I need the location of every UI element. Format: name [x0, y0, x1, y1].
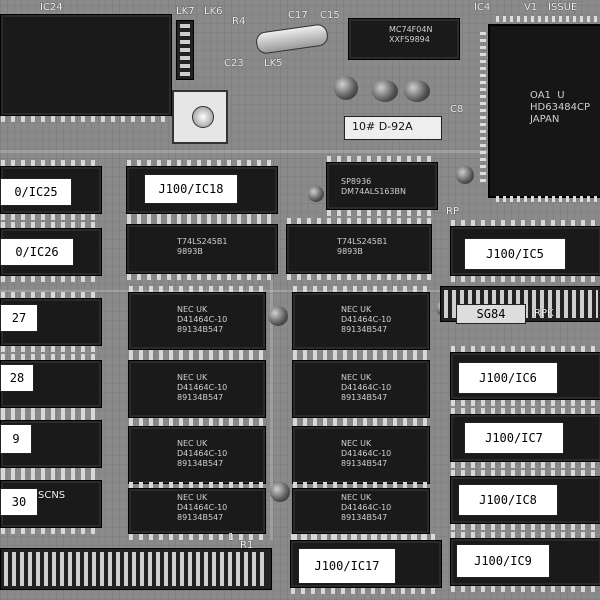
t74ls245-right-marking: T74LS245B1 9893B	[337, 237, 388, 256]
ram-marking: NEC UK D41464C-10 89134B547	[177, 493, 228, 522]
dm74als163bn-marking: SP8936 DM74ALS163BN	[341, 177, 406, 196]
ram-marking: NEC UK D41464C-10 89134B547	[341, 305, 392, 334]
ram-marking: NEC UK D41464C-10 89134B547	[341, 439, 392, 468]
ram-chip: NEC UK D41464C-10 89134B547	[292, 354, 430, 424]
ram-marking: NEC UK D41464C-10 89134B547	[177, 373, 228, 402]
silk-c15: C15	[320, 10, 340, 21]
jumper-header	[176, 20, 194, 80]
label-ic27: 27	[0, 304, 38, 332]
silk-lk5: LK5	[264, 58, 283, 69]
label-ic29: 9	[0, 424, 32, 454]
label-ic28: 28	[0, 364, 34, 392]
ic24-chip	[0, 14, 172, 122]
silk-one: 1	[228, 532, 235, 543]
t74ls245-left-marking: T74LS245B1 9893B	[177, 237, 228, 256]
ram-chip: NEC UK D41464C-10 89134B547	[128, 354, 266, 424]
label-ic5: J100/IC5	[464, 238, 566, 270]
label-ic9: J100/IC9	[456, 544, 550, 578]
silk-v1: V1	[524, 2, 538, 13]
silk-c17: C17	[288, 10, 308, 21]
label-ic18: J100/IC18	[144, 174, 238, 204]
cpu-pins-top	[496, 16, 600, 22]
silk-scns: SCNS	[38, 490, 66, 501]
t74ls245-left-chip: T74LS245B1 9893B	[126, 218, 278, 280]
ram-marking: NEC UK D41464C-10 89134B547	[341, 493, 392, 522]
capacitor	[456, 166, 474, 184]
resonator-marking: 10# D-92A	[352, 120, 413, 133]
label-ic26: 0/IC26	[0, 238, 74, 266]
electrolytic-capacitor	[334, 76, 358, 100]
capacitor	[404, 80, 430, 102]
capacitor	[372, 80, 398, 102]
silk-r4: R4	[232, 16, 246, 27]
capacitor	[308, 186, 324, 202]
silk-lk6: LK6	[204, 6, 223, 17]
potentiometer	[172, 90, 228, 144]
mc74f04n-marking: MC74F04N XXFS9894	[389, 25, 433, 44]
ram-marking: NEC UK D41464C-10 89134B547	[177, 305, 228, 334]
t74ls245-right-chip: T74LS245B1 9893B	[286, 218, 432, 280]
label-ic8: J100/IC8	[458, 484, 558, 516]
silk-issue: ISSUE	[548, 2, 578, 13]
silk-ic4: IC4	[474, 2, 491, 13]
cpu-plcc-chip: OA1 U HD63484CP JAPAN	[488, 24, 600, 198]
dm74als163bn-chip: SP8936 DM74ALS163BN	[326, 156, 438, 216]
silk-ic24: IC24	[40, 2, 63, 13]
label-ic17: J100/IC17	[298, 548, 396, 584]
silk-c8: C8	[450, 104, 464, 115]
silk-rpk: RPK	[534, 308, 554, 319]
ram-chip: NEC UK D41464C-10 89134B547	[128, 286, 266, 356]
capacitor	[270, 482, 290, 502]
cpu-pins-bottom	[496, 196, 600, 202]
ram-chip: NEC UK D41464C-10 89134B547	[292, 482, 430, 540]
label-sg84: SG84	[456, 304, 526, 324]
cpu-marking: OA1 U HD63484CP JAPAN	[530, 90, 591, 125]
silk-rp: RP	[446, 206, 459, 217]
label-ic6: J100/IC6	[458, 362, 558, 394]
silk-c23: C23	[224, 58, 244, 69]
resonator	[344, 116, 442, 140]
crystal-oscillator	[254, 23, 330, 55]
ram-chip: NEC UK D41464C-10 89134B547	[128, 420, 266, 490]
capacitor	[268, 306, 288, 326]
cpu-pins-left	[480, 32, 486, 182]
ram-marking: NEC UK D41464C-10 89134B547	[177, 439, 228, 468]
ram-marking: NEC UK D41464C-10 89134B547	[341, 373, 392, 402]
potentiometer-knob	[192, 106, 214, 128]
pcb-trace	[270, 280, 273, 540]
silk-r1: R1	[240, 540, 254, 551]
label-ic7: J100/IC7	[464, 422, 564, 454]
mc74f04n-chip: MC74F04N XXFS9894	[348, 18, 460, 60]
pcb-trace	[0, 150, 600, 153]
ram-chip: NEC UK D41464C-10 89134B547	[128, 482, 266, 540]
ic28-chip	[0, 354, 102, 414]
silk-lk7: LK7	[176, 6, 195, 17]
label-ic25: 0/IC25	[0, 178, 72, 206]
label-ic30: 30	[0, 488, 38, 516]
ram-chip: NEC UK D41464C-10 89134B547	[292, 286, 430, 356]
bottom-pin-header	[0, 548, 272, 590]
ram-chip: NEC UK D41464C-10 89134B547	[292, 420, 430, 490]
